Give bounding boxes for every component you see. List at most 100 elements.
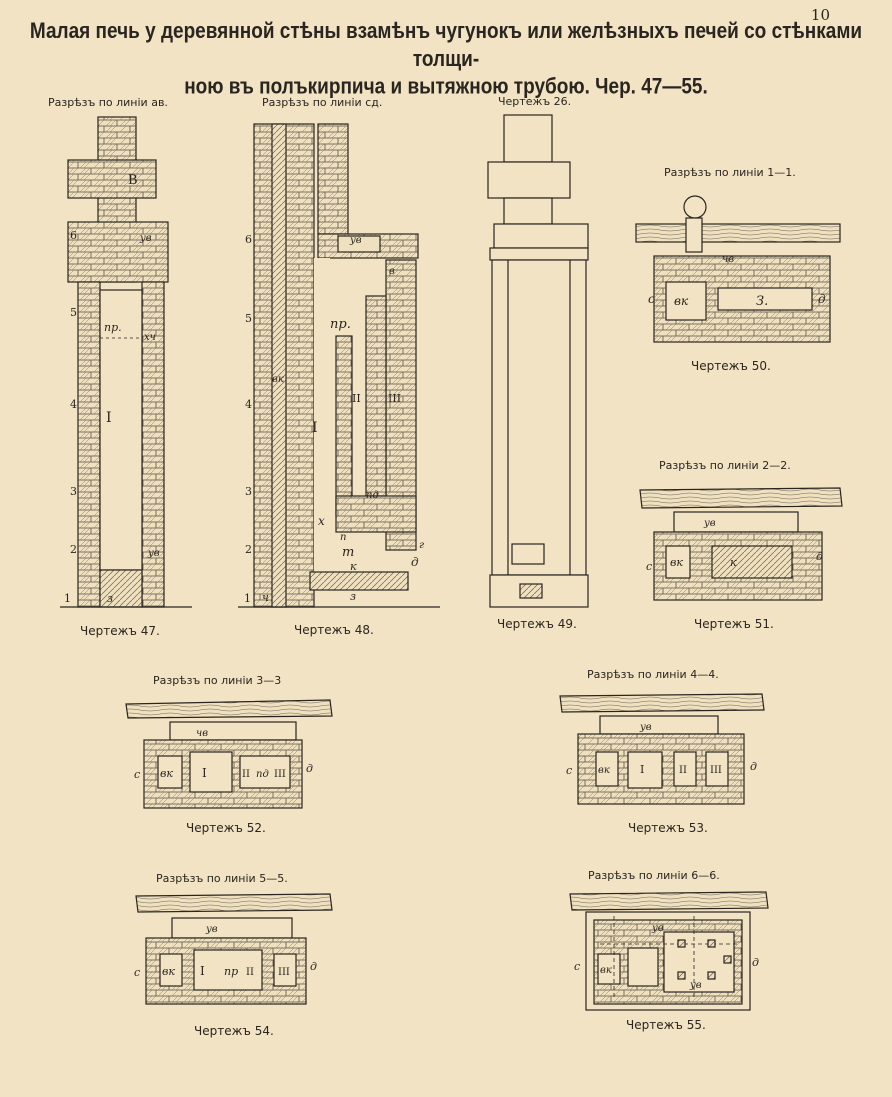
fig55-mark-uv-low: ув <box>689 980 702 991</box>
fig53-mark-uv: ув <box>639 722 652 733</box>
fig47-mark-xch: хч <box>144 332 156 343</box>
fig50-mark-d: д <box>818 292 826 306</box>
figure-53-section-4-4 <box>559 693 765 805</box>
page-title: Малая печь у деревянной стѣны взамѣнъ чу… <box>20 19 872 102</box>
fig47-mark-pr: пр. <box>104 321 122 334</box>
fig52-mark-III: III <box>274 769 286 780</box>
label-section-2-2: Разрѣзъ по линiи 2—2. <box>659 459 791 472</box>
caption-fig-52: Чертежъ 52. <box>186 821 266 835</box>
fig52-mark-II: II <box>242 769 250 780</box>
caption-fig-54: Чертежъ 54. <box>194 1024 274 1038</box>
figure-48-section-cd <box>238 123 440 608</box>
fig48-level-3: 3 <box>245 485 252 498</box>
fig47-mark-uv: ув <box>139 233 152 244</box>
figure-47-section-ab <box>60 116 192 608</box>
figure-51-section-2-2 <box>639 487 843 601</box>
fig54-mark-I: I <box>200 964 205 978</box>
fig50-mark-vk: вк <box>674 294 689 308</box>
fig54-mark-vk: вк <box>162 965 175 978</box>
caption-fig-47: Чертежъ 47. <box>80 624 160 638</box>
fig52-mark-chv: чв <box>196 728 208 739</box>
fig47-level-3: 3 <box>70 485 77 498</box>
fig54-mark-d: д <box>310 960 317 973</box>
fig48-level-4: 4 <box>245 398 252 411</box>
label-drawing-26: Чертежъ 26. <box>498 95 572 108</box>
fig54-mark-c: с <box>134 966 140 979</box>
fig47-level-6: 6 <box>70 229 77 242</box>
fig51-mark-k: к <box>730 556 737 569</box>
fig53-mark-d: д <box>750 760 757 773</box>
fig48-mark-I: I <box>312 420 318 436</box>
label-section-1-1: Разрѣзъ по линiи 1—1. <box>664 166 796 179</box>
fig55-mark-d: д <box>752 956 759 969</box>
fig55-mark-vk: вк <box>600 965 612 976</box>
fig55-mark-uv: ув <box>651 923 664 934</box>
caption-fig-48: Чертежъ 48. <box>294 623 374 637</box>
fig52-mark-d: д <box>306 762 313 775</box>
label-section-cd: Разрѣзъ по линiи сд. <box>262 96 383 109</box>
fig47-level-1: 1 <box>64 592 71 605</box>
fig52-mark-I: I <box>202 766 207 780</box>
fig48-mark-k: к <box>350 560 357 573</box>
fig47-level-4: 4 <box>70 398 77 411</box>
fig48-mark-ch: ч <box>262 591 269 604</box>
fig48-mark-pd: пд <box>366 490 379 501</box>
fig50-mark-c: с <box>648 292 655 306</box>
fig48-level-6: 6 <box>245 233 252 246</box>
title-line-2: ною въ полъкирпича и вытяжною трубою. Че… <box>184 74 708 100</box>
fig55-mark-c: с <box>574 960 580 973</box>
figure-55-section-6-6 <box>569 891 769 1011</box>
fig48-level-1: 1 <box>244 592 251 605</box>
fig51-mark-c: с <box>646 560 652 573</box>
fig53-mark-I: I <box>640 763 644 776</box>
fig47-mark-I: I <box>106 410 112 426</box>
fig48-mark-x: х <box>318 514 325 528</box>
figure-50-section-1-1 <box>635 195 841 343</box>
figure-49-elevation <box>487 114 589 608</box>
label-section-5-5: Разрѣзъ по линiи 5—5. <box>156 872 288 885</box>
fig47-level-2: 2 <box>70 543 77 556</box>
fig48-mark-t: т <box>342 545 354 560</box>
fig48-mark-pr: пр. <box>330 317 351 332</box>
fig48-level-2: 2 <box>245 543 252 556</box>
fig52-mark-c: с <box>134 768 140 781</box>
fig48-level-5: 5 <box>245 312 252 325</box>
fig47-mark-B: В <box>128 173 138 188</box>
fig51-mark-uv: ув <box>703 518 716 529</box>
fig48-mark-uv: ув <box>349 235 362 246</box>
label-section-3-3: Разрѣзъ по линiи 3—3 <box>153 674 282 687</box>
label-section-6-6: Разрѣзъ по линiи 6—6. <box>588 869 720 882</box>
fig54-mark-III: III <box>278 967 290 978</box>
caption-fig-49: Чертежъ 49. <box>497 617 577 631</box>
label-section-4-4: Разрѣзъ по линiи 4—4. <box>587 668 719 681</box>
caption-fig-50: Чертежъ 50. <box>691 359 771 373</box>
fig50-mark-chv: чв <box>722 254 734 265</box>
caption-fig-53: Чертежъ 53. <box>628 821 708 835</box>
fig50-mark-z: З. <box>756 294 768 309</box>
fig53-mark-III: III <box>710 765 722 776</box>
fig53-mark-II: II <box>679 765 687 776</box>
fig54-mark-II: II <box>246 967 254 978</box>
fig48-mark-d: д <box>411 555 419 569</box>
fig52-mark-vk: вк <box>160 767 173 780</box>
label-section-ab: Разрѣзъ по линiи ав. <box>48 96 168 109</box>
figure-54-section-5-5 <box>135 893 333 1005</box>
fig48-mark-g: г <box>419 540 424 551</box>
fig47-level-5: 5 <box>70 306 77 319</box>
fig51-mark-vk: вк <box>670 556 683 569</box>
fig53-mark-c: с <box>566 764 572 777</box>
page-number: 10 <box>810 6 830 24</box>
fig48-mark-v: в <box>389 266 395 277</box>
fig48-mark-II: II <box>352 392 361 405</box>
figure-52-section-3-3 <box>125 699 333 809</box>
caption-fig-51: Чертежъ 51. <box>694 617 774 631</box>
title-line-1: Малая печь у деревянной стѣны взамѣнъ чу… <box>29 19 863 72</box>
fig48-mark-z: з <box>350 590 356 603</box>
fig47-mark-z: з <box>107 592 113 605</box>
fig48-mark-p: п <box>340 532 346 543</box>
fig54-mark-uv: ув <box>205 924 218 935</box>
fig51-mark-d: д <box>816 550 823 563</box>
fig48-mark-III: III <box>388 392 401 405</box>
fig52-mark-pd: пд <box>256 769 269 780</box>
